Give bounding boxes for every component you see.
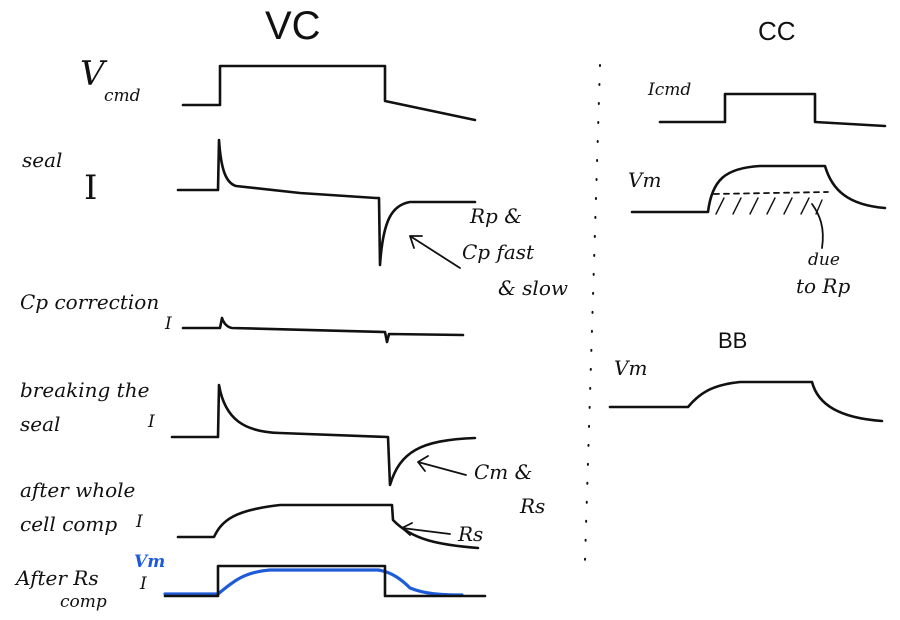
- cp-correction-trace: [181, 316, 465, 344]
- after-rs-comp-vm-label: Vm: [134, 552, 166, 572]
- vc-title: VC: [265, 4, 321, 48]
- after-rs-comp-label-line1: After Rs: [16, 566, 99, 590]
- bb-vm-trace: [608, 380, 884, 423]
- cc-vm-dashed-level: [713, 191, 829, 195]
- cc-vm-label: Vm: [628, 168, 662, 192]
- seal-current-trace: [176, 138, 477, 267]
- breaking-seal-label-line2: seal: [20, 412, 61, 436]
- after-rs-comp-label-line2: comp: [60, 592, 107, 612]
- vcmd-label-sub: cmd: [104, 86, 141, 106]
- cc-title: CC: [758, 16, 796, 46]
- vcmd-trace: [181, 64, 477, 122]
- section-divider: [584, 64, 601, 561]
- cp-fast-annotation: Cp fast: [462, 240, 535, 264]
- cm-annotation: Cm &: [474, 460, 533, 484]
- rs-comp-current-trace: [163, 564, 487, 598]
- due-to-rp-pointer: [811, 203, 824, 249]
- rs-arrow-annotation: Rs: [458, 522, 484, 546]
- seal-annotation-arrow: [409, 235, 461, 269]
- rp-hatch-area: [715, 197, 823, 215]
- due-annotation-line2: to Rp: [796, 274, 851, 298]
- rs-comp-vm-trace: [163, 568, 464, 597]
- due-annotation-line1: due: [808, 250, 840, 270]
- breaking-annotation-arrow: [417, 455, 467, 476]
- rp-annotation: Rp &: [470, 204, 523, 228]
- after-whole-cell-current-label: I: [136, 512, 143, 532]
- slow-annotation: & slow: [498, 276, 568, 300]
- rs-annotation: Rs: [520, 494, 546, 518]
- bb-label: BB: [718, 328, 748, 353]
- breaking-seal-label-line1: breaking the: [20, 378, 150, 402]
- breaking-seal-current-label: I: [148, 412, 155, 432]
- cp-current-label: I: [165, 314, 172, 334]
- after-whole-cell-label-line2: cell comp: [20, 512, 118, 536]
- vcmd-label-v: V: [80, 54, 105, 94]
- icmd-label: Icmd: [648, 80, 692, 100]
- seal-label: seal: [22, 148, 63, 172]
- breaking-seal-trace: [170, 383, 477, 487]
- rs-annotation-arrow: [401, 522, 451, 536]
- cc-vm-trace: [630, 164, 887, 214]
- seal-current-label: I: [84, 168, 98, 208]
- cp-correction-label: Cp correction: [20, 290, 160, 314]
- icmd-trace: [658, 92, 887, 128]
- bb-vm-label: Vm: [614, 356, 648, 380]
- after-rs-comp-current-label: I: [140, 574, 147, 594]
- whole-cell-comp-trace: [176, 503, 480, 550]
- after-whole-cell-label-line1: after whole: [20, 478, 136, 502]
